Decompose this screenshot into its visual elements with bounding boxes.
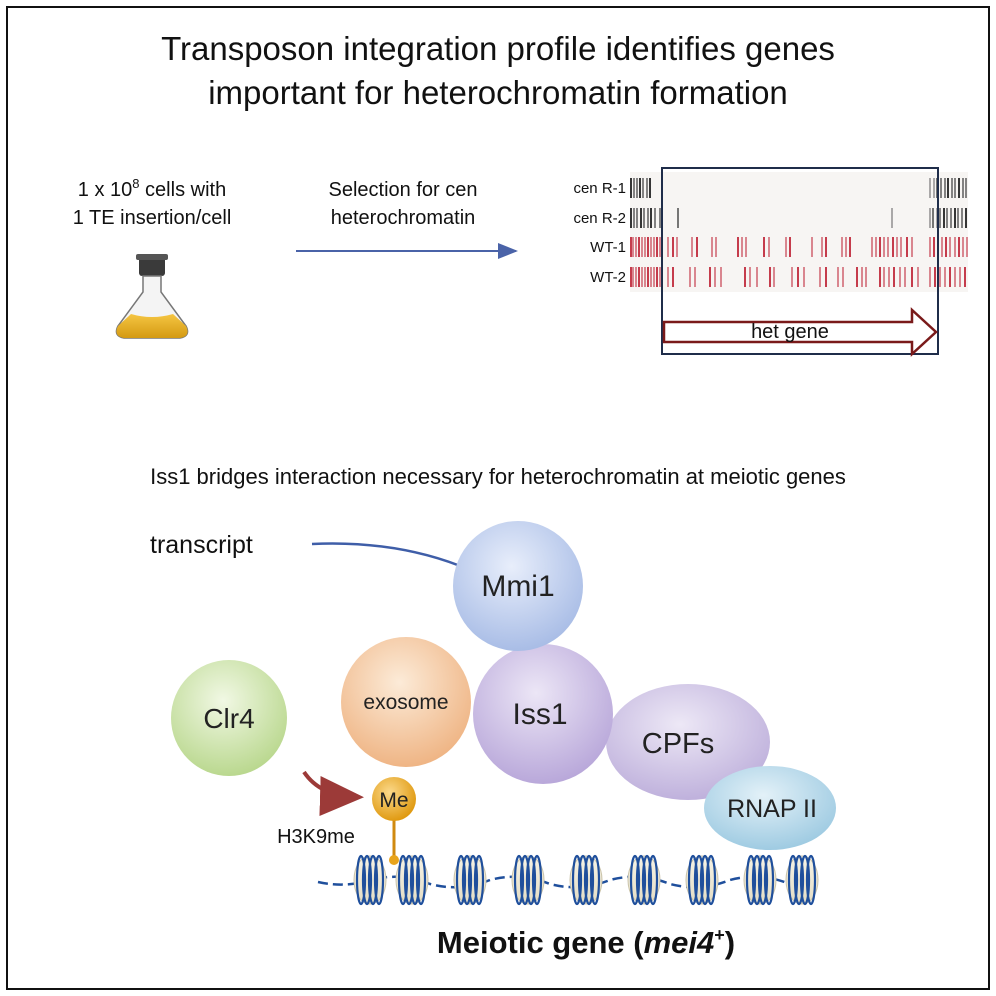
cpfs-complex (606, 684, 770, 800)
exosome-complex (341, 637, 471, 767)
track-label-wt2: WT-2 (590, 269, 626, 286)
selection-label-1: Selection for cen (329, 179, 478, 201)
selection-label-2: heterochromatin (331, 207, 476, 229)
nucleosome-array (353, 854, 819, 906)
mmi1-protein (453, 521, 583, 651)
insertion-marks (630, 178, 968, 287)
figure-frame (6, 6, 990, 990)
track-label-wt1: WT-1 (590, 239, 626, 256)
nucleosome (453, 854, 487, 906)
exosome-label: exosome (363, 691, 448, 714)
clr4-label: Clr4 (203, 703, 254, 734)
clr4-protein (171, 660, 287, 776)
te-insertion-label: 1 TE insertion/cell (73, 207, 232, 229)
me-stalk-end (389, 855, 399, 865)
title-line-1: Transposon integration profile identifie… (161, 30, 835, 67)
genome-browser: cen R-1 cen R-2 WT-1 WT-2 het gene (573, 167, 968, 357)
rnap-ii-complex (704, 766, 836, 850)
track-label-cen-r2: cen R-2 (573, 210, 626, 227)
nucleosome (685, 854, 719, 906)
cpfs-label: CPFs (642, 728, 715, 760)
nucleosome (627, 854, 661, 906)
het-gene-arrow (662, 307, 938, 357)
cells-count-label: 1 x 108 cells with (78, 176, 226, 201)
transcript-label: transcript (150, 531, 253, 559)
me-mark (372, 777, 416, 821)
iss1-label: Iss1 (512, 698, 567, 731)
track-label-cen-r1: cen R-1 (573, 180, 626, 197)
meiotic-gene-caption: Meiotic gene (mei4+) (437, 925, 735, 960)
gene-region-box (661, 167, 939, 355)
rnap-ii-label: RNAP II (727, 795, 817, 823)
nucleosome (353, 854, 387, 906)
iss1-protein (473, 644, 613, 784)
transcript-line (311, 542, 471, 572)
nucleosome (785, 854, 819, 906)
het-gene-label: het gene (751, 321, 829, 343)
nucleosome (511, 854, 545, 906)
mmi1-label: Mmi1 (481, 570, 554, 603)
h3k9me-label: H3K9me (277, 826, 355, 848)
me-label: Me (379, 789, 408, 812)
nucleosome (569, 854, 603, 906)
nucleosome (395, 854, 429, 906)
methylation-arrow (302, 770, 364, 816)
title-line-2: important for heterochromatin formation (208, 74, 788, 111)
flask-icon (115, 254, 189, 339)
bottom-heading: Iss1 bridges interaction necessary for h… (150, 464, 846, 489)
nucleosome (743, 854, 777, 906)
dna-strand (317, 875, 809, 889)
